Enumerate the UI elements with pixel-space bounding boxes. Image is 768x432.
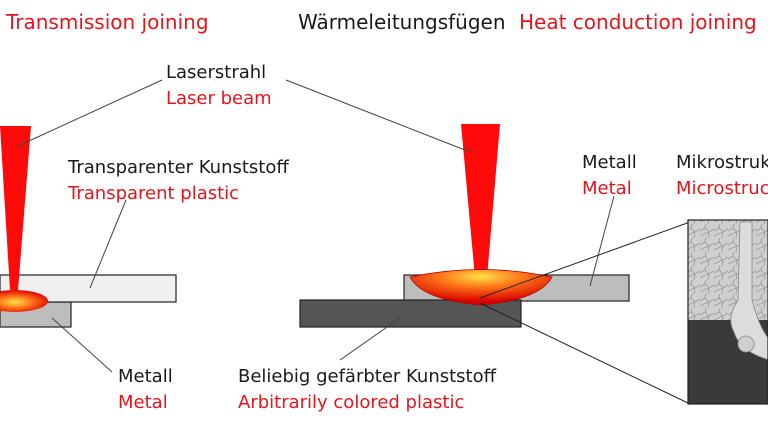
microstructure-image <box>687 219 768 405</box>
label-metal-left: Metal <box>118 392 168 413</box>
melt-zone-left <box>0 290 48 312</box>
laser-beam-left <box>0 126 31 290</box>
leader-transparent-plastic <box>89 199 127 289</box>
leader-metal-right <box>589 195 615 287</box>
label-microstructure: Microstruc <box>676 178 768 199</box>
label-laserstrahl: Laserstrahl <box>166 62 267 83</box>
label-beliebig-gefaerbter-kunststoff: Beliebig gefärbter Kunststoff <box>238 366 497 387</box>
laser-beam-right <box>461 124 500 278</box>
leader-laserstrahl-left <box>17 79 163 147</box>
leader-colored-plastic <box>339 317 401 361</box>
label-arbitrarily-colored-plastic: Arbitrarily colored plastic <box>238 392 465 413</box>
label-metal-right: Metal <box>582 178 632 199</box>
zoom-line-top <box>479 221 691 299</box>
leader-laserstrahl-right <box>285 79 471 153</box>
zoom-line-bottom <box>479 302 691 405</box>
heat-conduction-joining-illustration <box>285 79 691 405</box>
label-mikrostruktur: Mikrostruk <box>676 152 768 173</box>
melt-zone-right <box>409 269 553 306</box>
label-transparenter-kunststoff: Transparenter Kunststoff <box>68 157 289 178</box>
label-laser-beam: Laser beam <box>166 88 272 109</box>
leader-metal-left <box>51 317 113 373</box>
title-heat-conduction-joining: Heat conduction joining <box>519 10 757 34</box>
transmission-joining-illustration <box>0 79 177 373</box>
label-metall-left: Metall <box>118 366 173 387</box>
label-transparent-plastic: Transparent plastic <box>68 183 240 204</box>
label-metall-right: Metall <box>582 152 637 173</box>
title-waermeleitungsfuegen: Wärmeleitungsfügen <box>298 10 506 34</box>
title-transmission-joining: Transmission joining <box>6 10 209 34</box>
